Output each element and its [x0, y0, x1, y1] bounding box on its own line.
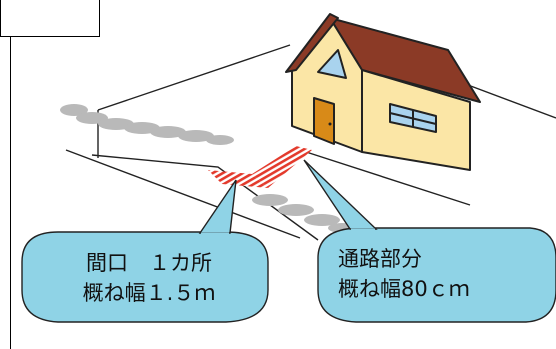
callout-right-line1: 通路部分 — [338, 247, 422, 271]
house — [285, 13, 481, 171]
callout-right-line2: 概ね幅80ｃｍ — [338, 277, 470, 301]
callout-left-label: 間口 １カ所 概ね幅１.５ｍ — [34, 248, 264, 308]
property-lines — [65, 44, 556, 241]
callout-right — [303, 159, 556, 323]
callout-left-line1: 間口 １カ所 — [86, 251, 212, 275]
path-area — [208, 146, 312, 188]
left-rule-line — [10, 36, 11, 349]
smoke-cloud-left — [60, 104, 234, 145]
callout-right-label: 通路部分 概ね幅80ｃｍ — [322, 244, 556, 304]
callout-left — [21, 179, 269, 323]
smoke-cloud-right — [252, 194, 356, 233]
top-left-frame — [0, 0, 100, 37]
callout-left-line2: 概ね幅１.５ｍ — [82, 281, 216, 305]
